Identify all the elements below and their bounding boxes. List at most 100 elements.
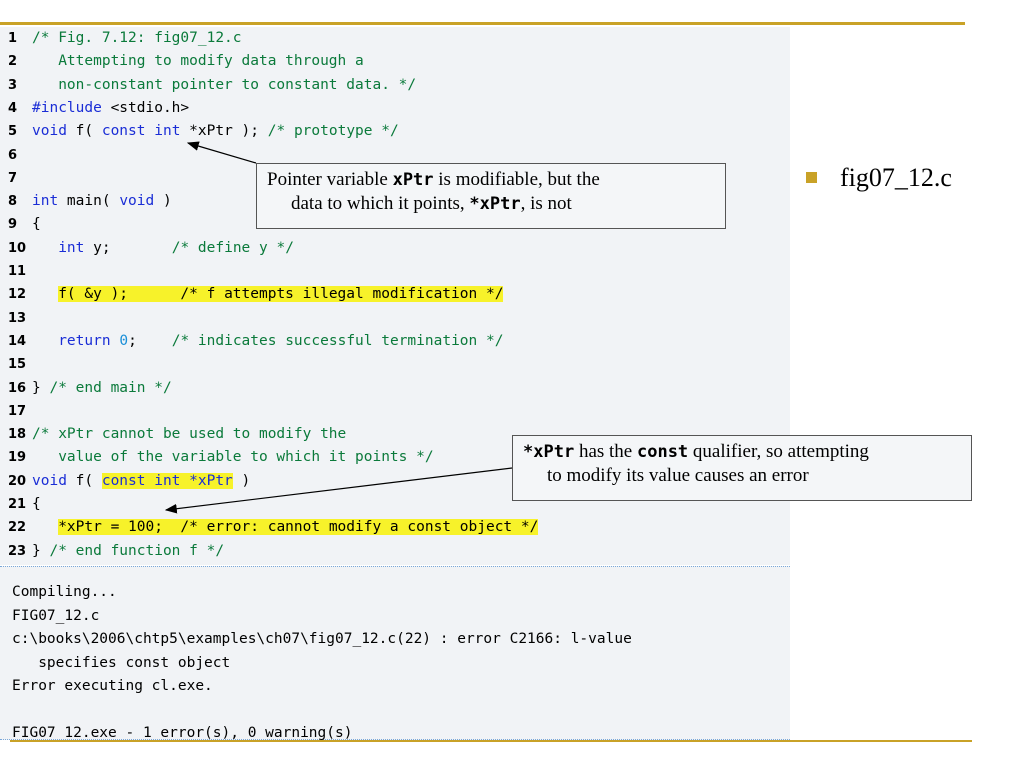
output-line: Error executing cl.exe. [12, 678, 213, 694]
code-line: 18 /* xPtr cannot be used to modify the [0, 423, 346, 446]
line-number: 18 [8, 427, 27, 443]
bullet-file-name: fig07_12.c [840, 163, 952, 192]
line-number: 5 [8, 124, 18, 140]
bullet-square-icon [806, 172, 817, 183]
code-token: /* Fig. 7.12: fig07_12.c [32, 30, 242, 46]
line-number: 4 [8, 100, 18, 116]
code-token: Attempting to modify data through a [32, 53, 364, 70]
code-line: 6 [0, 144, 32, 167]
code-token: f( &y ); /* f attempts illegal modificat… [58, 286, 504, 303]
code-line: 9{ [0, 213, 41, 236]
callout-text: data to which it points, [291, 193, 470, 214]
code-token: main( [58, 193, 120, 210]
line-number: 6 [8, 147, 18, 163]
code-token: /* xPtr cannot be used to modify the [32, 426, 347, 443]
output-line: specifies const object [12, 654, 231, 671]
line-number: 23 [8, 543, 27, 559]
code-token: 0 [119, 332, 129, 349]
code-line: 12 f( &y ); /* f attempts illegal modifi… [0, 283, 504, 306]
line-number: 11 [8, 264, 27, 279]
code-token: /* indicates successful termination */ [171, 332, 504, 349]
code-token: value of the variable to which it points… [32, 449, 434, 466]
code-token: /* end main */ [49, 379, 172, 396]
code-line: 20 void f( const int *xPtr ) [0, 470, 250, 493]
code-token: int [58, 239, 85, 256]
line-number: 17 [8, 403, 27, 419]
arrow-to-assignment [164, 467, 513, 514]
callout-text: , is not [520, 193, 572, 214]
line-number: 13 [8, 310, 27, 326]
bottom-divider [10, 740, 972, 742]
code-token: return [58, 332, 111, 349]
code-line: 13 [0, 307, 32, 330]
callout-text: to modify its value causes an error [547, 465, 809, 486]
code-token: <stdio.h> [101, 99, 190, 116]
code-token: /* define y */ [171, 239, 294, 256]
code-token: #include [32, 99, 102, 116]
code-line: 21{ [0, 493, 41, 516]
line-number: 7 [8, 170, 18, 186]
line-number: 1 [8, 31, 18, 46]
code-line: 7 [0, 167, 32, 190]
callout-code: const [636, 442, 689, 462]
line-number: 21 [8, 497, 27, 512]
top-divider [0, 22, 965, 25]
line-number: 14 [8, 333, 27, 349]
line-number: 19 [8, 450, 27, 466]
code-line: 17 [0, 400, 32, 423]
output-line: FIG07_12.c [12, 607, 100, 624]
code-line: 16} /* end main */ [0, 377, 172, 400]
callout-code: *xPtr [469, 194, 521, 214]
code-line: 3 non-constant pointer to constant data.… [0, 74, 416, 97]
code-line: 19 value of the variable to which it poi… [0, 446, 434, 469]
callout-pointer-modifiable: Pointer variable xPtr is modifiable, but… [256, 163, 726, 229]
code-token: ) [232, 472, 251, 489]
code-token: non-constant pointer to constant data. *… [32, 76, 417, 93]
code-token: f( [66, 472, 102, 489]
code-line: 2 Attempting to modify data through a [0, 50, 364, 73]
code-token: /* end function f */ [49, 542, 225, 559]
code-token: ; [128, 332, 172, 349]
code-token: void [119, 193, 155, 210]
code-line: 15 [0, 353, 32, 376]
code-line: 11 [0, 260, 32, 283]
code-token: f( [66, 123, 102, 140]
code-token: ) [154, 193, 172, 210]
callout-text: qualifier, so attempting [688, 441, 869, 462]
callout-code: xPtr [392, 170, 434, 190]
line-number: 9 [8, 217, 18, 233]
compiler-output: Compiling... FIG07_12.c c:\books\2006\chtp… [0, 566, 790, 741]
code-token: } [32, 379, 50, 396]
callout-text: has the [574, 441, 637, 462]
line-number: 12 [8, 287, 27, 303]
code-token: *xPtr = 100; /* error: cannot modify a c… [58, 519, 539, 536]
code-line: 22 *xPtr = 100; /* error: cannot modify … [0, 516, 539, 539]
output-line: FIG07_12.exe - 1 error(s), 0 warning(s) [12, 725, 353, 741]
code-token: void [32, 472, 67, 489]
code-token: const [101, 123, 146, 140]
output-line: c:\books\2006\chtp5\examples\ch07\fig07_… [12, 631, 632, 647]
callout-text: Pointer variable [267, 169, 393, 190]
code-line: 4 #include <stdio.h> [0, 97, 189, 120]
line-number: 20 [8, 473, 27, 489]
line-number: 15 [8, 357, 27, 373]
code-token: { [32, 216, 41, 233]
code-token: int [154, 123, 181, 140]
callout-text: is modifiable, but the [433, 169, 600, 190]
arrow-to-prototype [186, 141, 257, 164]
line-number: 22 [8, 520, 27, 536]
code-line: 23} /* end function f */ [0, 540, 224, 563]
code-token: void [32, 123, 67, 140]
line-number: 10 [8, 240, 27, 256]
output-line: Compiling... [12, 584, 117, 600]
code-token: const int *xPtr [101, 472, 233, 489]
callout-code: *xPtr [523, 442, 575, 462]
line-number: 16 [8, 380, 27, 396]
code-token: /* prototype */ [267, 123, 399, 140]
line-number: 2 [8, 54, 18, 70]
code-token: int [32, 193, 59, 210]
code-line: 10 int y; /* define y */ [0, 237, 294, 260]
